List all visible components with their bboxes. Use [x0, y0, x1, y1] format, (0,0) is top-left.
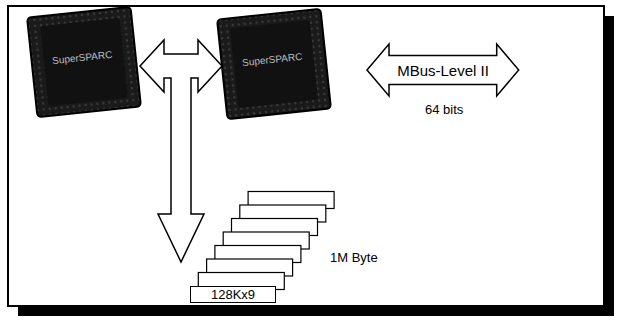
memory-stack — [198, 192, 334, 290]
node-text: 128Kx9 — [211, 287, 255, 302]
memory-size: 1M Byte — [330, 250, 378, 265]
frame — [8, 6, 604, 306]
memory-chip-box: 128Kx9 — [190, 286, 276, 303]
bus-double-arrow: MBus-Level II — [367, 44, 519, 96]
chip-2 — [217, 9, 331, 119]
chip-1 — [27, 7, 141, 117]
bus-width: 64 bits — [425, 102, 463, 117]
bus-arrow — [140, 40, 222, 262]
double-arrow-path — [367, 44, 519, 96]
node-text: MBus-Level II — [397, 62, 489, 79]
